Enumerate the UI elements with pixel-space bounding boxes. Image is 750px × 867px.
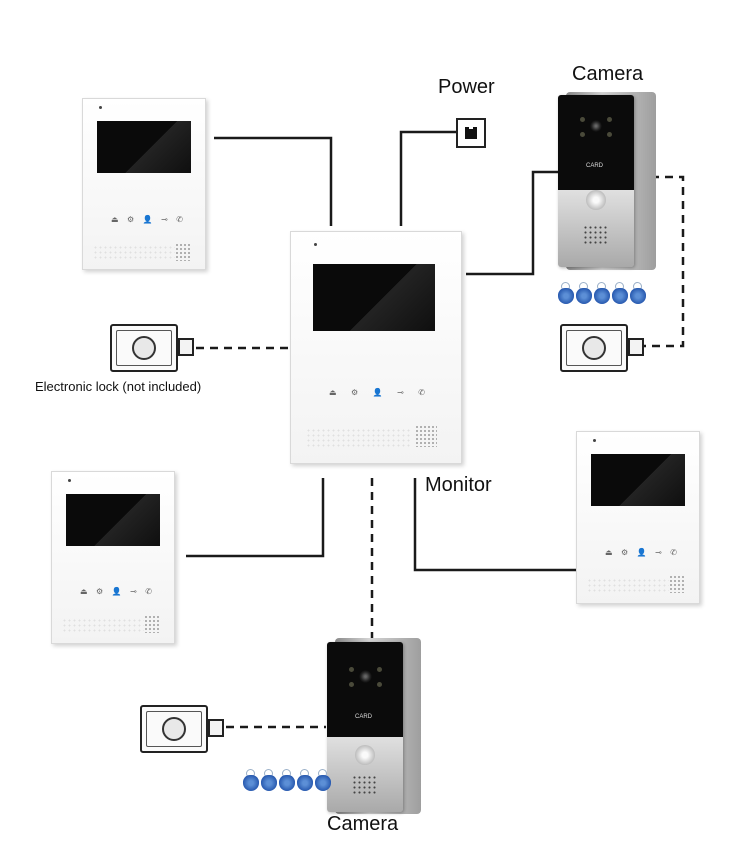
monitor-button-icon[interactable]: ✆ [176, 215, 183, 224]
key-fob-icon [612, 282, 628, 304]
ir-led-icon [580, 117, 585, 122]
monitor-main: ⏏ ⚙ 👤 ⊸ ✆ [290, 231, 462, 464]
monitor-mic-holes [93, 245, 175, 261]
monitor-button-icon[interactable]: 👤 [142, 215, 153, 224]
key-fob-icon [261, 769, 277, 791]
wire-monitor-top-left [214, 136, 333, 226]
monitor-buttons: ⏏ ⚙ 👤 ⊸ ✆ [605, 549, 677, 557]
monitor-mic-holes [587, 578, 669, 594]
monitor-button-icon[interactable]: ⊸ [655, 548, 662, 557]
monitor-buttons: ⏏ ⚙ 👤 ⊸ ✆ [111, 216, 183, 224]
ir-led-icon [607, 132, 612, 137]
power-label: Power [438, 76, 495, 98]
monitor-mic-holes [306, 428, 411, 448]
card-reader-icon: CARD [355, 714, 373, 720]
camera-lens-icon [590, 120, 602, 132]
monitor-camera-dot [593, 439, 596, 442]
key-fobs-top [558, 282, 646, 304]
wire-power [399, 130, 460, 226]
monitor-camera-dot [99, 106, 102, 109]
monitor-button-icon[interactable]: ⚙ [96, 587, 104, 596]
monitor-screen [66, 494, 160, 546]
monitor-button-icon[interactable]: ⊸ [161, 215, 168, 224]
key-fob-icon [243, 769, 259, 791]
monitor-button-icon[interactable]: ⊸ [130, 587, 137, 596]
monitor-button-icon[interactable]: 👤 [636, 548, 647, 557]
card-reader-icon: CARD [586, 163, 604, 169]
lock-note-label: Electronic lock (not included) [35, 379, 202, 394]
monitor-button-icon[interactable]: ✆ [670, 548, 677, 557]
monitor-button-icon[interactable]: ✆ [418, 388, 425, 397]
camera-lens-icon [359, 670, 372, 683]
monitor-speaker-grille [415, 425, 437, 447]
ir-led-icon [607, 117, 612, 122]
monitor-button-icon[interactable]: 👤 [111, 587, 122, 596]
monitor-button-icon[interactable]: ⏏ [111, 215, 119, 224]
key-fob-icon [297, 769, 313, 791]
key-fob-icon [576, 282, 592, 304]
camera-faceplate: CARD [558, 95, 634, 267]
monitor-speaker-grille [669, 575, 685, 593]
monitor-button-icon[interactable]: ✆ [145, 587, 152, 596]
electronic-lock-left [110, 324, 200, 372]
power-socket-icon [456, 118, 486, 148]
monitor-buttons: ⏏ ⚙ 👤 ⊸ ✆ [329, 389, 425, 397]
monitor-camera-dot [314, 243, 317, 246]
monitor-button-icon[interactable]: ⚙ [621, 548, 629, 557]
monitor-camera-dot [68, 479, 71, 482]
monitor-label: Monitor [425, 474, 492, 496]
key-fob-icon [594, 282, 610, 304]
lock-knob-icon [162, 717, 186, 741]
key-fob-icon [630, 282, 646, 304]
electronic-lock-bottom [140, 705, 230, 753]
ir-led-icon [580, 132, 585, 137]
key-fob-icon [558, 282, 574, 304]
key-fobs-bottom [243, 769, 331, 791]
monitor-button-icon[interactable]: 👤 [372, 388, 383, 397]
wire-monitor-bottom-left [186, 478, 325, 558]
monitor-buttons: ⏏ ⚙ 👤 ⊸ ✆ [80, 588, 152, 596]
electronic-lock-right [560, 324, 650, 372]
monitor-mic-holes [62, 618, 144, 634]
monitor-speaker-grille [144, 615, 160, 633]
wire-camera-top [466, 170, 571, 276]
ir-led-icon [377, 682, 382, 687]
wire-monitor-right [413, 478, 577, 572]
camera-speaker-grille [583, 225, 609, 245]
monitor-button-icon[interactable]: ⚙ [351, 388, 359, 397]
ir-led-icon [349, 667, 354, 672]
lock-bolt-icon [628, 338, 644, 356]
camera-bottom-label: Camera [327, 813, 399, 835]
monitor-top-left: ⏏ ⚙ 👤 ⊸ ✆ [82, 98, 206, 270]
lock-knob-icon [582, 336, 606, 360]
key-fob-icon [279, 769, 295, 791]
call-button[interactable] [586, 190, 606, 210]
monitor-button-icon[interactable]: ⚙ [127, 215, 135, 224]
ir-led-icon [349, 682, 354, 687]
monitor-screen [313, 264, 435, 331]
wire-lock-right [640, 175, 685, 348]
camera-speaker-grille [352, 775, 378, 795]
monitor-screen [591, 454, 685, 506]
monitor-bottom-left: ⏏ ⚙ 👤 ⊸ ✆ [51, 471, 175, 644]
key-fob-icon [315, 769, 331, 791]
call-button[interactable] [355, 745, 375, 765]
camera-top-label: Camera [572, 63, 644, 85]
monitor-right: ⏏ ⚙ 👤 ⊸ ✆ [576, 431, 700, 604]
lock-knob-icon [132, 336, 156, 360]
monitor-button-icon[interactable]: ⏏ [329, 388, 337, 397]
monitor-button-icon[interactable]: ⏏ [605, 548, 613, 557]
door-camera-top: CARD [558, 92, 656, 272]
door-camera-bottom: CARD [327, 638, 421, 816]
monitor-speaker-grille [175, 243, 191, 261]
lock-bolt-icon [178, 338, 194, 356]
lock-bolt-icon [208, 719, 224, 737]
camera-faceplate: CARD [327, 642, 403, 812]
monitor-button-icon[interactable]: ⊸ [397, 388, 404, 397]
ir-led-icon [377, 667, 382, 672]
monitor-screen [97, 121, 191, 173]
monitor-button-icon[interactable]: ⏏ [80, 587, 88, 596]
